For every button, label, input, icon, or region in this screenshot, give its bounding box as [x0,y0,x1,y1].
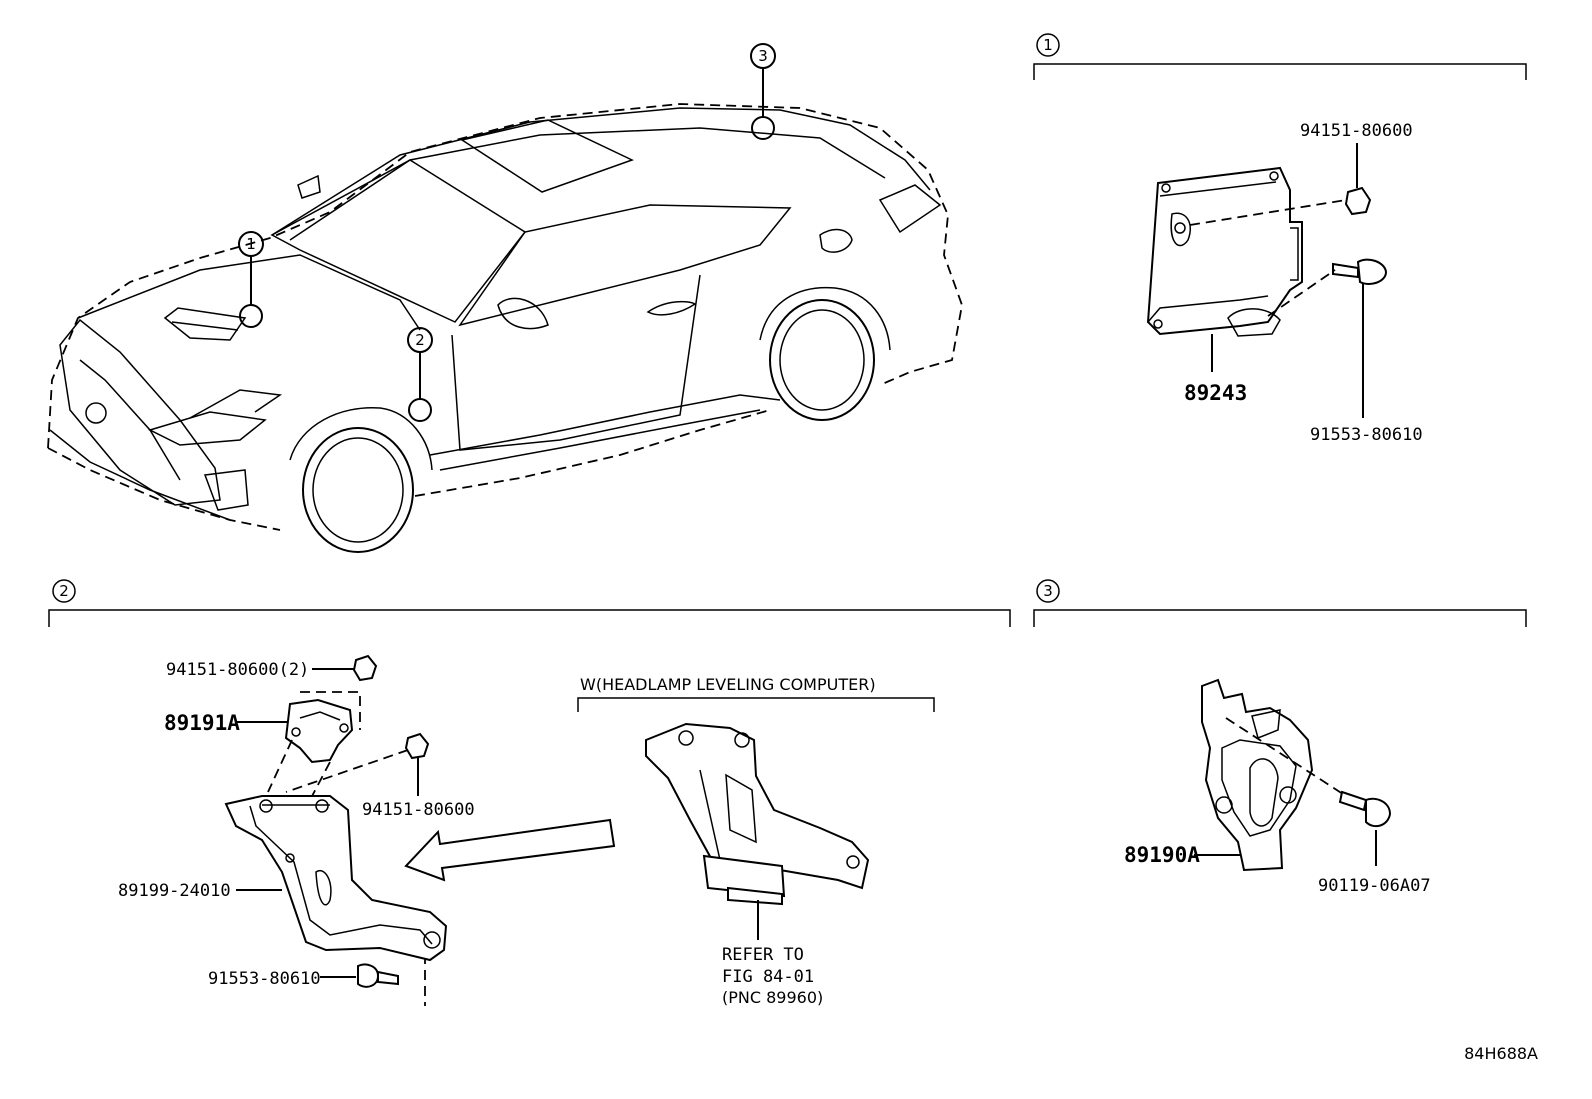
car-callout-2-number: 2 [415,331,425,349]
part-label-89243: 89243 [1184,381,1247,405]
refer-line-1: REFER TO [722,945,804,965]
direction-arrow [404,818,616,882]
section-3-number: 3 [1043,582,1053,600]
part-label-91553-80610-s2: 91553-80610 [208,969,321,989]
car-callout-3-number: 3 [758,47,768,65]
car-callout-1-number: 1 [246,235,256,253]
bolt-91553-80610-section2: 91553-80610 [208,963,399,989]
section-1: 1 94151-80600 91553-806 [1033,33,1527,445]
variant-label: W(HEADLAMP LEVELING COMPUTER) [580,675,876,694]
part-label-89190A: 89190A [1124,843,1200,867]
refer-line-3: (PNC 89960) [722,988,823,1007]
car-callout-3: 3 [750,43,776,140]
part-label-91553-80610-s1: 91553-80610 [1310,425,1423,445]
part-label-94151-80600-2: 94151-80600(2) [166,660,309,680]
bolt-90119-06A07: 90119-06A07 [1225,717,1431,896]
section-2: 2 94151-80600(2) 89191A 94151-80600 [48,579,1011,1007]
car-illustration: 1 2 3 [47,43,963,553]
bracket-89199-24010: 89199-24010 [118,795,448,962]
section-1-number: 1 [1043,36,1053,54]
refer-line-2: FIG 84-01 [722,967,814,987]
sensor-89191A: 89191A [164,691,361,764]
headlamp-leveling-computer-variant: W(HEADLAMP LEVELING COMPUTER) REFER TO F… [577,675,935,1007]
part-label-89199-24010: 89199-24010 [118,881,231,901]
section-3: 3 89190A 90119-06A07 [1033,579,1527,896]
part-label-94151-80600-s2: 94151-80600 [362,800,475,820]
nut-94151-80600-pair: 94151-80600(2) [166,654,378,682]
control-module-89243 [1146,166,1303,337]
nut-94151-80600-section2: 94151-80600 [362,732,475,820]
bolt-91553-80610-section1: 91553-80610 [1267,258,1423,445]
section-2-number: 2 [59,582,69,600]
part-label-94151-80600-s1: 94151-80600 [1300,121,1413,141]
diagram-code: 84H688A [1464,1044,1538,1063]
nut-94151-80600-section1: 94151-80600 [1189,121,1413,226]
bracket-89190A: 89190A [1124,678,1314,872]
part-label-90119-06A07: 90119-06A07 [1318,876,1431,896]
part-label-89191A: 89191A [164,711,240,735]
car-callout-1: 1 [238,231,264,328]
car-callout-2: 2 [407,327,433,422]
